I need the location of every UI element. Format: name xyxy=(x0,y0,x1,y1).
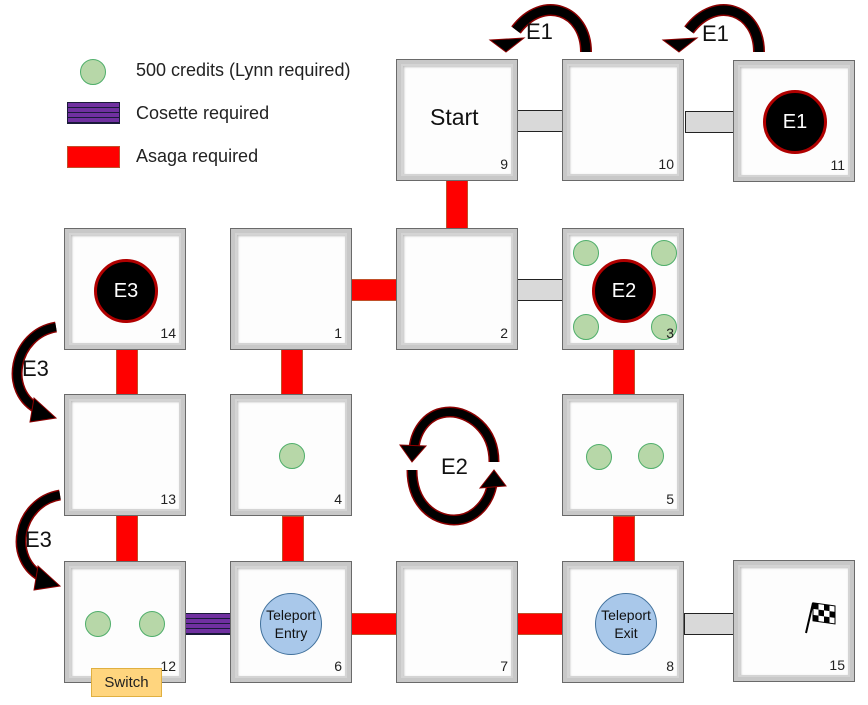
credit-coin xyxy=(139,611,165,637)
room-number: 15 xyxy=(829,657,845,673)
door-13-12 xyxy=(116,512,138,564)
room-number: 7 xyxy=(500,658,508,674)
room-9: Start 9 xyxy=(396,59,518,181)
room-number: 3 xyxy=(666,325,674,341)
room-number: 11 xyxy=(830,157,845,173)
start-label: Start xyxy=(430,104,479,130)
e3-movement-label: E3 xyxy=(25,527,52,552)
room-4: 4 xyxy=(230,394,352,516)
room-6: Teleport Entry 6 xyxy=(230,561,352,683)
door-6-7 xyxy=(348,613,400,635)
teleport-exit: Teleport Exit xyxy=(595,593,657,655)
teleport-entry: Teleport Entry xyxy=(260,593,322,655)
teleport-exit-line2: Exit xyxy=(614,625,638,641)
room-10: 10 xyxy=(562,59,684,181)
door-1-2 xyxy=(348,279,400,301)
room-number: 14 xyxy=(160,325,176,341)
door-12-6 xyxy=(182,613,234,635)
room-number: 8 xyxy=(666,658,674,674)
room-number: 10 xyxy=(658,156,674,172)
room-number: 4 xyxy=(334,491,342,507)
legend-cosette-door-icon xyxy=(67,102,120,124)
room-number: 9 xyxy=(500,156,508,172)
e1-movement-label: E1 xyxy=(526,19,553,44)
credit-coin xyxy=(573,240,599,266)
e3-movement-label: E3 xyxy=(22,356,49,381)
teleport-exit-line1: Teleport xyxy=(601,607,651,623)
credit-coin xyxy=(279,443,305,469)
checkered-flag-icon xyxy=(805,602,836,634)
credit-coin xyxy=(638,443,664,469)
room-number: 12 xyxy=(160,658,176,674)
door-10-11 xyxy=(685,111,737,133)
credit-coin xyxy=(651,240,677,266)
e2-cycle-arrow-icon xyxy=(399,406,507,526)
e1-movement-label: E1 xyxy=(702,21,729,46)
room-3: E2 3 xyxy=(562,228,684,350)
legend-coin-icon xyxy=(80,59,106,85)
door-7-8 xyxy=(514,613,566,635)
room-11: E1 11 xyxy=(733,60,855,182)
door-14-13 xyxy=(116,348,138,400)
room-13: 13 xyxy=(64,394,186,516)
credit-coin xyxy=(573,314,599,340)
room-number: 2 xyxy=(500,325,508,341)
e2-movement-label: E2 xyxy=(441,454,468,479)
enemy-e2: E2 xyxy=(592,259,656,323)
door-1-4 xyxy=(281,348,303,400)
credit-coin xyxy=(586,444,612,470)
room-1: 1 xyxy=(230,228,352,350)
legend-asaga-label: Asaga required xyxy=(136,146,259,166)
room-8: Teleport Exit 8 xyxy=(562,561,684,683)
door-8-15 xyxy=(684,613,736,635)
teleport-entry-line1: Teleport xyxy=(266,607,316,623)
door-9-10 xyxy=(514,110,566,132)
enemy-e3: E3 xyxy=(94,259,158,323)
credit-coin xyxy=(651,314,677,340)
teleport-entry-line2: Entry xyxy=(274,625,308,641)
e3-curved-arrow-icon xyxy=(15,489,62,591)
legend-cosette-label: Cosette required xyxy=(136,103,270,123)
room-7: 7 xyxy=(396,561,518,683)
e1-curved-arrow-icon xyxy=(661,4,765,53)
room-number: 13 xyxy=(160,491,176,507)
room-5: 5 xyxy=(562,394,684,516)
credit-coin xyxy=(85,611,111,637)
switch[interactable]: Switch xyxy=(91,668,162,697)
legend-asaga-door-icon xyxy=(67,146,120,168)
door-2-3 xyxy=(514,279,566,301)
door-3-5 xyxy=(613,348,635,400)
enemy-e1: E1 xyxy=(763,90,827,154)
room-number: 1 xyxy=(334,325,342,341)
room-number: 5 xyxy=(666,491,674,507)
room-12: 12 xyxy=(64,561,186,683)
door-9-2 xyxy=(446,180,468,232)
legend-coin-label: 500 credits (Lynn required) xyxy=(136,60,351,80)
room-2: 2 xyxy=(396,228,518,350)
e3-curved-arrow-icon xyxy=(11,321,58,423)
room-14: E3 14 xyxy=(64,228,186,350)
e1-curved-arrow-icon xyxy=(488,4,592,53)
room-number: 6 xyxy=(334,658,342,674)
room-15: 15 xyxy=(733,560,855,682)
